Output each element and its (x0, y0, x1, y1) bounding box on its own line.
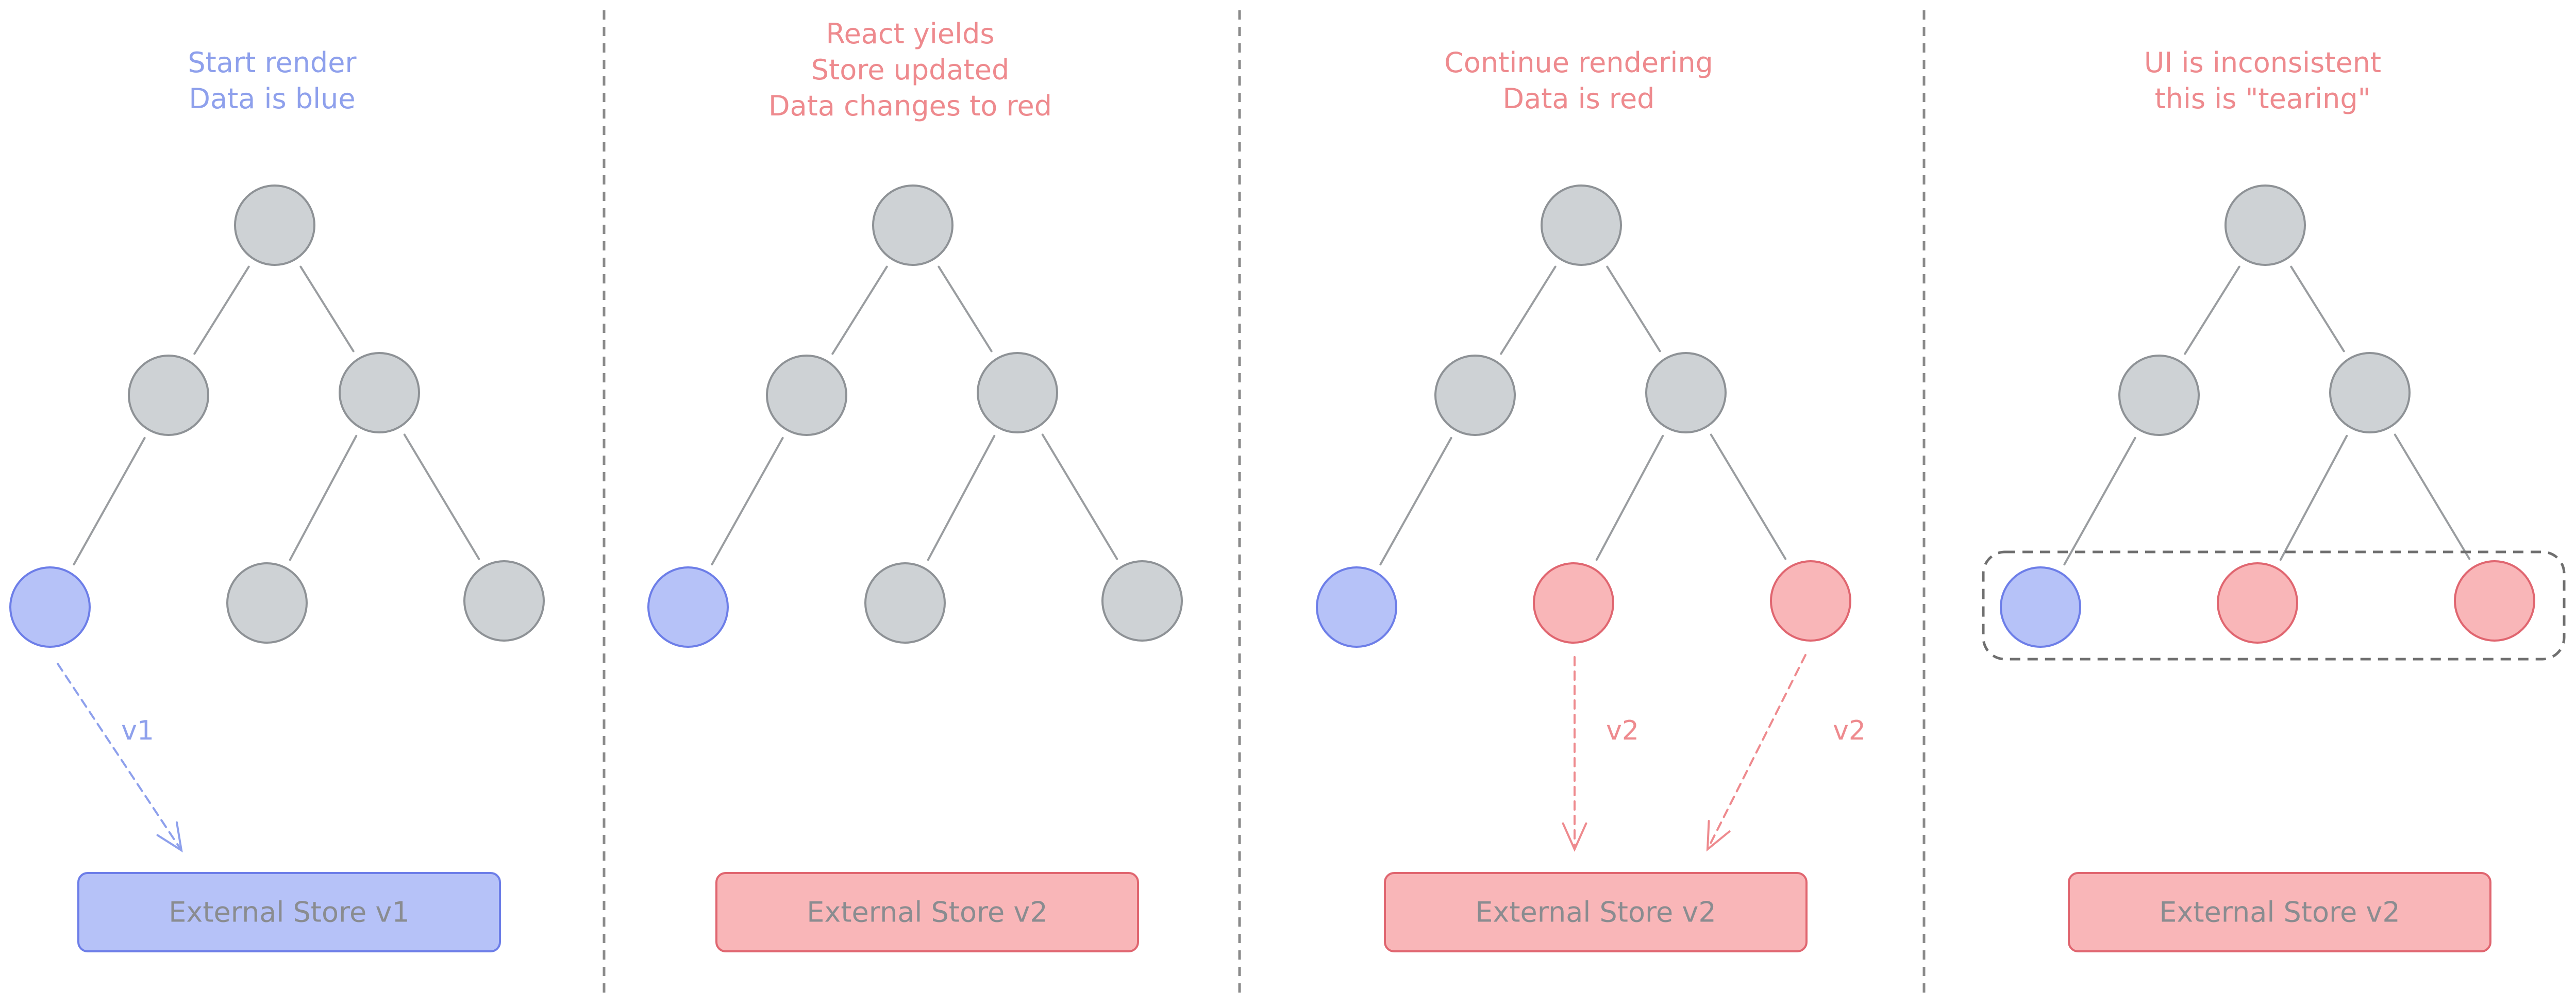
mid-node (2329, 352, 2411, 433)
tree-edge (831, 265, 888, 355)
root-node (872, 184, 954, 266)
tree-edge (1606, 265, 1661, 353)
root-node (1541, 184, 1622, 266)
mid-node (766, 355, 847, 436)
tree-edge (2279, 434, 2348, 561)
arrowhead (156, 821, 183, 853)
tree-edge (193, 265, 250, 355)
tree-edge (1595, 434, 1664, 561)
tree-edge (1500, 265, 1557, 355)
mid-node (128, 355, 209, 436)
leaf-node-blue (647, 566, 729, 648)
tree-edge (73, 437, 146, 566)
external-store-box (77, 872, 501, 952)
caption-line: Data is red (1503, 82, 1655, 115)
tree-edge (1041, 433, 1118, 560)
tree-edge (299, 265, 355, 353)
root-node (234, 184, 315, 266)
caption-line: Start render (188, 46, 357, 79)
caption-line: this is "tearing" (2155, 82, 2371, 115)
external-store-label: External Store v1 (169, 896, 409, 929)
mid-node (339, 352, 420, 433)
tree-edge (2063, 437, 2136, 566)
mid-node (2118, 355, 2200, 436)
tree-edge (289, 434, 358, 561)
version-label: v1 (121, 715, 154, 746)
tree-edge (938, 265, 993, 353)
caption-line: Store updated (811, 54, 1009, 86)
read-arrow (57, 663, 182, 851)
inconsistent-group-box (1982, 550, 2566, 661)
leaf-node-gray (1101, 560, 1183, 642)
leaf-node-blue (9, 566, 91, 648)
caption-line: UI is inconsistent (2144, 46, 2381, 79)
mid-node (1434, 355, 1516, 436)
leaf-node-red (2454, 560, 2535, 642)
leaf-node-red (2217, 562, 2298, 644)
caption-line: Data is blue (189, 82, 355, 115)
leaf-node-gray (226, 562, 308, 644)
version-label: v2 (1606, 715, 1639, 746)
leaf-node-gray (864, 562, 946, 644)
tree-edge (2394, 433, 2471, 560)
external-store-box (2068, 872, 2491, 952)
caption-line: React yields (826, 18, 994, 50)
leaf-node-gray (463, 560, 545, 642)
tree-edge (2184, 265, 2240, 355)
tree-edge (927, 434, 996, 561)
external-store-label: External Store v2 (2159, 896, 2400, 929)
tree-edge (1379, 437, 1452, 566)
leaf-node-red (1770, 560, 1851, 642)
arrowhead (1562, 822, 1587, 852)
leaf-node-blue (2000, 566, 2081, 648)
leaf-node-red (1533, 562, 1614, 644)
external-store-box (715, 872, 1139, 952)
caption-line: Continue rendering (1444, 46, 1713, 79)
mid-node (1645, 352, 1727, 433)
caption-line: Data changes to red (768, 90, 1052, 122)
mid-node (977, 352, 1058, 433)
tree-edge (2290, 265, 2345, 353)
external-store-label: External Store v2 (1475, 896, 1716, 929)
read-arrow (1707, 654, 1806, 850)
tree-edge (1710, 433, 1787, 560)
external-store-label: External Store v2 (807, 896, 1047, 929)
tree-edge (711, 437, 784, 566)
version-label: v2 (1833, 715, 1866, 746)
external-store-box (1384, 872, 1808, 952)
tree-edge (403, 433, 480, 560)
arrowhead (1706, 820, 1731, 852)
leaf-node-blue (1316, 566, 1397, 648)
root-node (2224, 184, 2306, 266)
